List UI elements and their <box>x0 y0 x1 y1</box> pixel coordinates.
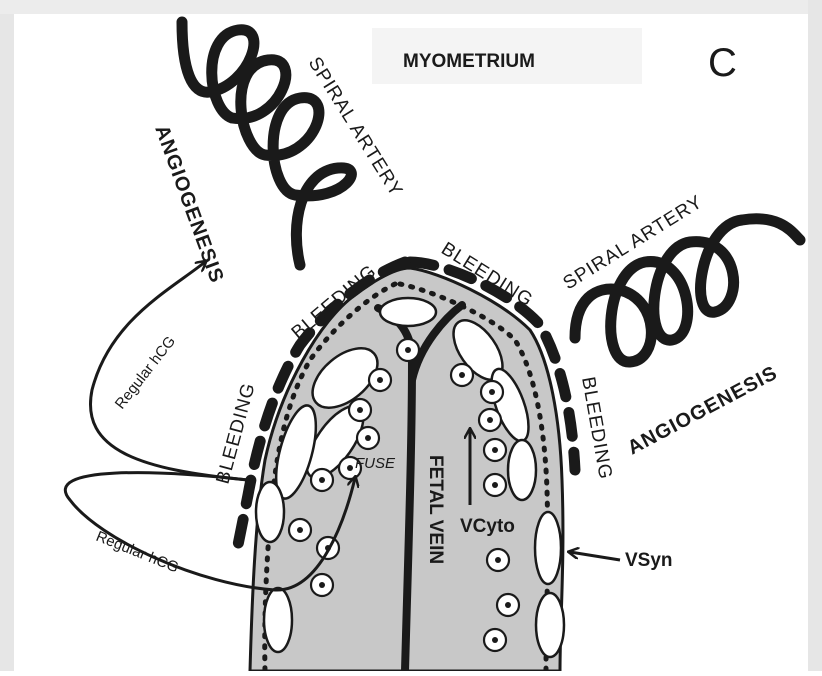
villous-cell <box>256 482 284 542</box>
vsyn-label: VSyn <box>625 550 673 571</box>
villous-cell <box>536 593 564 657</box>
fetal-vein-label: FETAL VEIN <box>425 455 446 564</box>
myometrium-label: MYOMETRIUM <box>403 51 535 72</box>
right-frame <box>808 0 822 671</box>
vcyto-label: VCyto <box>460 516 515 537</box>
villous-cell <box>264 588 292 652</box>
fuse-label: FUSE <box>355 455 396 472</box>
villous-cell <box>380 298 436 326</box>
top-frame <box>0 0 822 14</box>
panel-letter: C <box>708 41 737 85</box>
left-frame <box>0 0 14 671</box>
villous-cell <box>535 512 561 584</box>
villous-cell <box>508 440 536 500</box>
